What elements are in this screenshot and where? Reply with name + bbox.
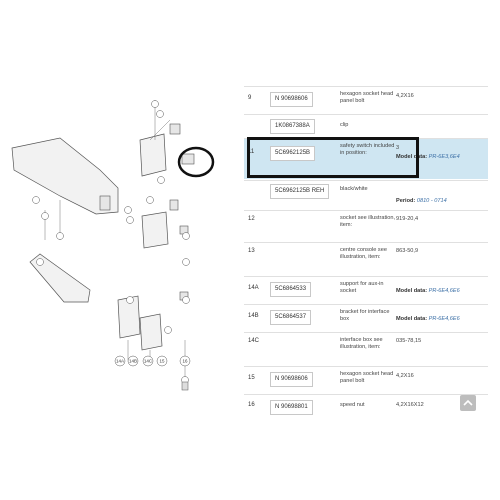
chevron-up-icon — [463, 399, 473, 406]
part-qty: 4,2X16 — [396, 373, 414, 379]
callout-16: 16 — [182, 359, 188, 364]
parts-diagram: 14A 14B 14C 15 16 — [11, 100, 215, 391]
part-description: clip — [340, 122, 349, 128]
item-number: 14C — [248, 338, 260, 344]
table-row[interactable]: 14C interface box see illustration, item… — [244, 332, 488, 363]
part-description: hexagon socket head panel bolt — [340, 91, 394, 104]
part-qty: 4,2X16 — [396, 93, 414, 99]
item-number: 14A — [248, 285, 259, 291]
period-label: Period: — [396, 198, 416, 204]
part-description: interface box see illustration, item: — [340, 337, 383, 350]
model-data-label: Model data: — [396, 154, 428, 160]
period-data: Period: 0810 - 0714 — [396, 198, 488, 205]
part-ref: 919-20,4 — [396, 216, 419, 222]
part-description: socket see illustration, item: — [340, 215, 396, 228]
callout-15: 15 — [159, 359, 165, 364]
item-number: 11 — [248, 149, 255, 155]
model-data: Model data: PR-6E3,6E4 — [396, 154, 488, 161]
bracket-right — [139, 313, 163, 351]
part-number-button[interactable]: 5C6962125B — [270, 146, 316, 161]
part-description: speed nut — [340, 402, 365, 408]
part-number-button[interactable]: 5C6962125B REH — [270, 184, 330, 199]
part-clip — [169, 123, 181, 135]
model-data-value: PR-6E3,6E4 — [428, 154, 460, 160]
screw-part — [181, 381, 189, 391]
scroll-up-button[interactable] — [460, 395, 476, 411]
part-description: black/white — [340, 186, 368, 192]
item-number: 15 — [248, 375, 255, 381]
table-row[interactable]: 5C6962125B REH black/white Period: 0810 … — [244, 180, 488, 209]
part-qty: 4,2X16X12 — [396, 402, 424, 408]
cover-top — [139, 133, 167, 177]
item-number: 14B — [248, 313, 259, 319]
model-data-value: PR-6E4,6E6 — [428, 316, 460, 322]
part-socket — [169, 199, 179, 211]
console-body — [11, 137, 119, 215]
safety-switch-part — [181, 153, 195, 165]
model-data: Model data: PR-6E4,6E6 — [396, 316, 488, 323]
table-row[interactable]: 16 N 90698801 speed nut 4,2X16X12 — [244, 394, 488, 417]
period-value: 0810 - 0714 — [416, 198, 447, 204]
item-number: 16 — [248, 402, 255, 408]
part-description: hexagon socket head panel bolt — [340, 371, 394, 384]
table-row[interactable]: 14B 5C6864537 bracket for interface box … — [244, 304, 488, 331]
annotation-circle — [177, 146, 215, 178]
table-row[interactable]: 1K0867388A clip — [244, 114, 488, 137]
table-row[interactable]: 15 N 90698606 hexagon socket head panel … — [244, 366, 488, 391]
item-number: 9 — [248, 95, 252, 101]
parts-table: 9 N 90698606 hexagon socket head panel b… — [244, 86, 488, 416]
callout-14c: 14C — [144, 359, 153, 364]
part-number-button[interactable]: 1K0867388A — [270, 119, 315, 134]
model-data: Model data: PR-6E4,6E6 — [396, 288, 488, 295]
table-row[interactable]: 9 N 90698606 hexagon socket head panel b… — [244, 86, 488, 111]
cover-mid — [141, 211, 169, 249]
part-ref: 035-78,15 — [396, 338, 422, 344]
part-description: safety switch included in position: — [340, 143, 395, 156]
item-number: 13 — [248, 248, 255, 254]
console-rail — [29, 253, 91, 303]
part-number-button[interactable]: 5C6864537 — [270, 310, 312, 325]
model-data-value: PR-6E4,6E6 — [428, 288, 460, 294]
part-description: support for aux-in socket — [340, 281, 384, 294]
callout-14a: 14A — [116, 359, 124, 364]
part-description: bracket for interface box — [340, 309, 390, 322]
model-data-label: Model data: — [396, 288, 428, 294]
item-number: 12 — [248, 216, 255, 222]
table-row[interactable]: 13 centre console see illustration, item… — [244, 242, 488, 275]
annotation-box — [247, 137, 419, 178]
part-number-button[interactable]: N 90698606 — [270, 92, 313, 107]
part-number-button[interactable]: N 90698801 — [270, 400, 313, 415]
callout-14b: 14B — [129, 359, 137, 364]
table-row[interactable]: 12 socket see illustration, item: 919-20… — [244, 210, 488, 241]
part-number-button[interactable]: N 90698606 — [270, 372, 313, 387]
part-number-button[interactable]: 5C6864533 — [270, 282, 312, 297]
model-data-label: Model data: — [396, 316, 428, 322]
part-qty: 3 — [396, 145, 400, 151]
part-bolt-block — [99, 195, 111, 211]
part-ref: 863-50,9 — [396, 248, 419, 254]
table-row[interactable]: 14A 5C6864533 support for aux-in socket … — [244, 276, 488, 303]
table-row-highlighted[interactable]: 11 5C6962125B safety switch included in … — [244, 138, 488, 179]
part-description: centre console see illustration, item: — [340, 247, 387, 260]
